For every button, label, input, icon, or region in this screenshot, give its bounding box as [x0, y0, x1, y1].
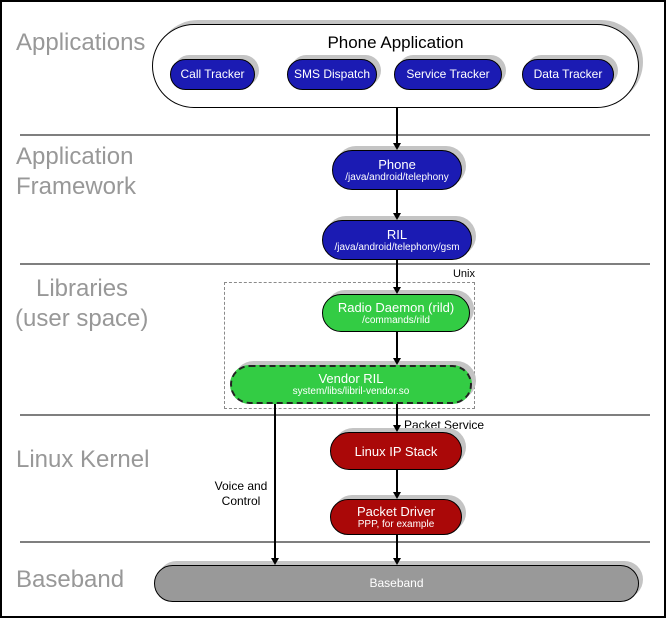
arrow-vendor-ril-to-linux-ip-stack	[393, 404, 400, 432]
node-sms-dispatch: SMS Dispatch	[287, 59, 377, 90]
section-label-applications: Applications	[16, 29, 146, 56]
node-packet-driver: Packet Driver PPP, for example	[330, 499, 462, 535]
section-label-application-framework: Application Framework	[16, 142, 136, 202]
section-label-application-framework-line2: Framework	[16, 173, 137, 200]
packet-driver-label: Packet Driver	[356, 503, 436, 519]
node-service-tracker: Service Tracker	[394, 59, 502, 90]
arrow-packet-driver-to-baseband	[393, 534, 400, 565]
divider-framework-libraries	[20, 263, 650, 265]
radio-daemon-sublabel: /commands/rild	[362, 314, 430, 326]
node-radio-daemon: Radio Daemon (rild) /commands/rild	[322, 294, 470, 332]
node-linux-ip-stack: Linux IP Stack	[330, 432, 462, 470]
data-tracker-label: Data Tracker	[533, 67, 603, 81]
phone-application-title: Phone Application	[327, 33, 464, 52]
baseband-label: Baseband	[369, 576, 424, 590]
arrow-linux-ip-stack-to-packet-driver	[393, 470, 400, 499]
voice-and-control-line2: Control	[221, 494, 261, 508]
section-label-application-framework-line1: Application	[16, 143, 134, 170]
divider-applications-framework	[20, 134, 650, 136]
service-tracker-label: Service Tracker	[406, 67, 490, 81]
divider-kernel-baseband	[20, 541, 650, 543]
vendor-ril-label: Vendor RIL	[318, 371, 384, 386]
radio-daemon-label: Radio Daemon (rild)	[337, 299, 455, 315]
node-vendor-ril: Vendor RIL system/libs/libril-vendor.so	[230, 365, 472, 404]
arrow-phone-app-to-phone	[393, 108, 400, 150]
node-phone: Phone /java/android/telephony	[332, 150, 462, 190]
divider-libraries-kernel	[20, 414, 650, 416]
packet-driver-sublabel: PPP, for example	[357, 518, 435, 530]
node-baseband: Baseband	[154, 565, 639, 602]
ril-label: RIL	[386, 226, 408, 242]
unix-annotation: Unix	[452, 268, 475, 280]
linux-ip-stack-label: Linux IP Stack	[354, 443, 438, 459]
packet-service-annotation: Packet Service	[404, 418, 485, 432]
vendor-ril-sublabel: system/libs/libril-vendor.so	[292, 386, 410, 397]
arrow-ril-to-radio-daemon	[393, 260, 400, 294]
section-label-libraries-line2: (user space)	[15, 305, 149, 332]
unix-dashed-box	[224, 282, 475, 409]
voice-and-control-line1: Voice and	[214, 479, 268, 493]
voice-and-control-annotation: Voice and Control	[210, 479, 272, 509]
node-call-tracker: Call Tracker	[170, 59, 255, 90]
call-tracker-label: Call Tracker	[180, 67, 245, 81]
arrow-vendor-ril-to-baseband-voice-control	[271, 404, 278, 565]
phone-sublabel: /java/android/telephony	[345, 171, 449, 183]
node-data-tracker: Data Tracker	[522, 59, 614, 90]
ril-sublabel: /java/android/telephony/gsm	[334, 241, 460, 253]
section-label-libraries-line1: Libraries	[36, 275, 129, 302]
sms-dispatch-label: SMS Dispatch	[293, 67, 371, 81]
node-ril: RIL /java/android/telephony/gsm	[322, 220, 472, 260]
arrow-radio-daemon-to-vendor-ril	[393, 332, 400, 365]
section-label-baseband: Baseband	[16, 566, 125, 593]
section-label-linux-kernel: Linux Kernel	[16, 446, 150, 473]
arrow-phone-to-ril	[393, 190, 400, 220]
phone-label: Phone	[378, 156, 416, 172]
